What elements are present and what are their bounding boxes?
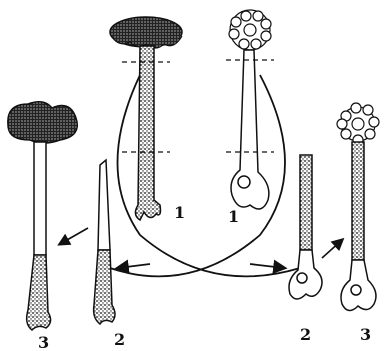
label-right-stage1: 1 [228, 207, 239, 226]
nucleus-right-stage3 [351, 285, 361, 295]
nucleus-b [238, 176, 250, 188]
regenerated-stage3-right [337, 103, 379, 311]
graft-stage2-right [289, 155, 322, 299]
graft-stalk-right [300, 155, 312, 250]
arrow-to-right-graft [250, 264, 284, 268]
arrow-to-left-graft [118, 264, 150, 268]
graft-stalk-left [98, 160, 110, 250]
graft-stage2-left [94, 160, 115, 324]
regen-base-left [27, 255, 51, 330]
label-right-stage2: 2 [300, 325, 311, 344]
regen-flower-cap [337, 103, 379, 145]
regen-stalk-left [34, 142, 46, 255]
nucleus-right-stage2 [297, 273, 307, 283]
flower-cap [229, 10, 271, 50]
label-left-stage3: 3 [38, 333, 49, 351]
regen-stalk-right [352, 142, 364, 260]
regenerated-stage3-left [8, 102, 77, 330]
arrow-to-left-regen [60, 228, 88, 244]
label-left-stage1: 1 [174, 203, 185, 222]
stalk-a [135, 46, 160, 220]
original-cell-b [226, 10, 274, 209]
label-right-stage3: 3 [360, 325, 371, 344]
label-left-stage2: 2 [114, 330, 125, 349]
regen-dark-cap [8, 102, 77, 143]
graft-base-left [94, 250, 115, 324]
arrow-to-right-regen [322, 240, 342, 258]
